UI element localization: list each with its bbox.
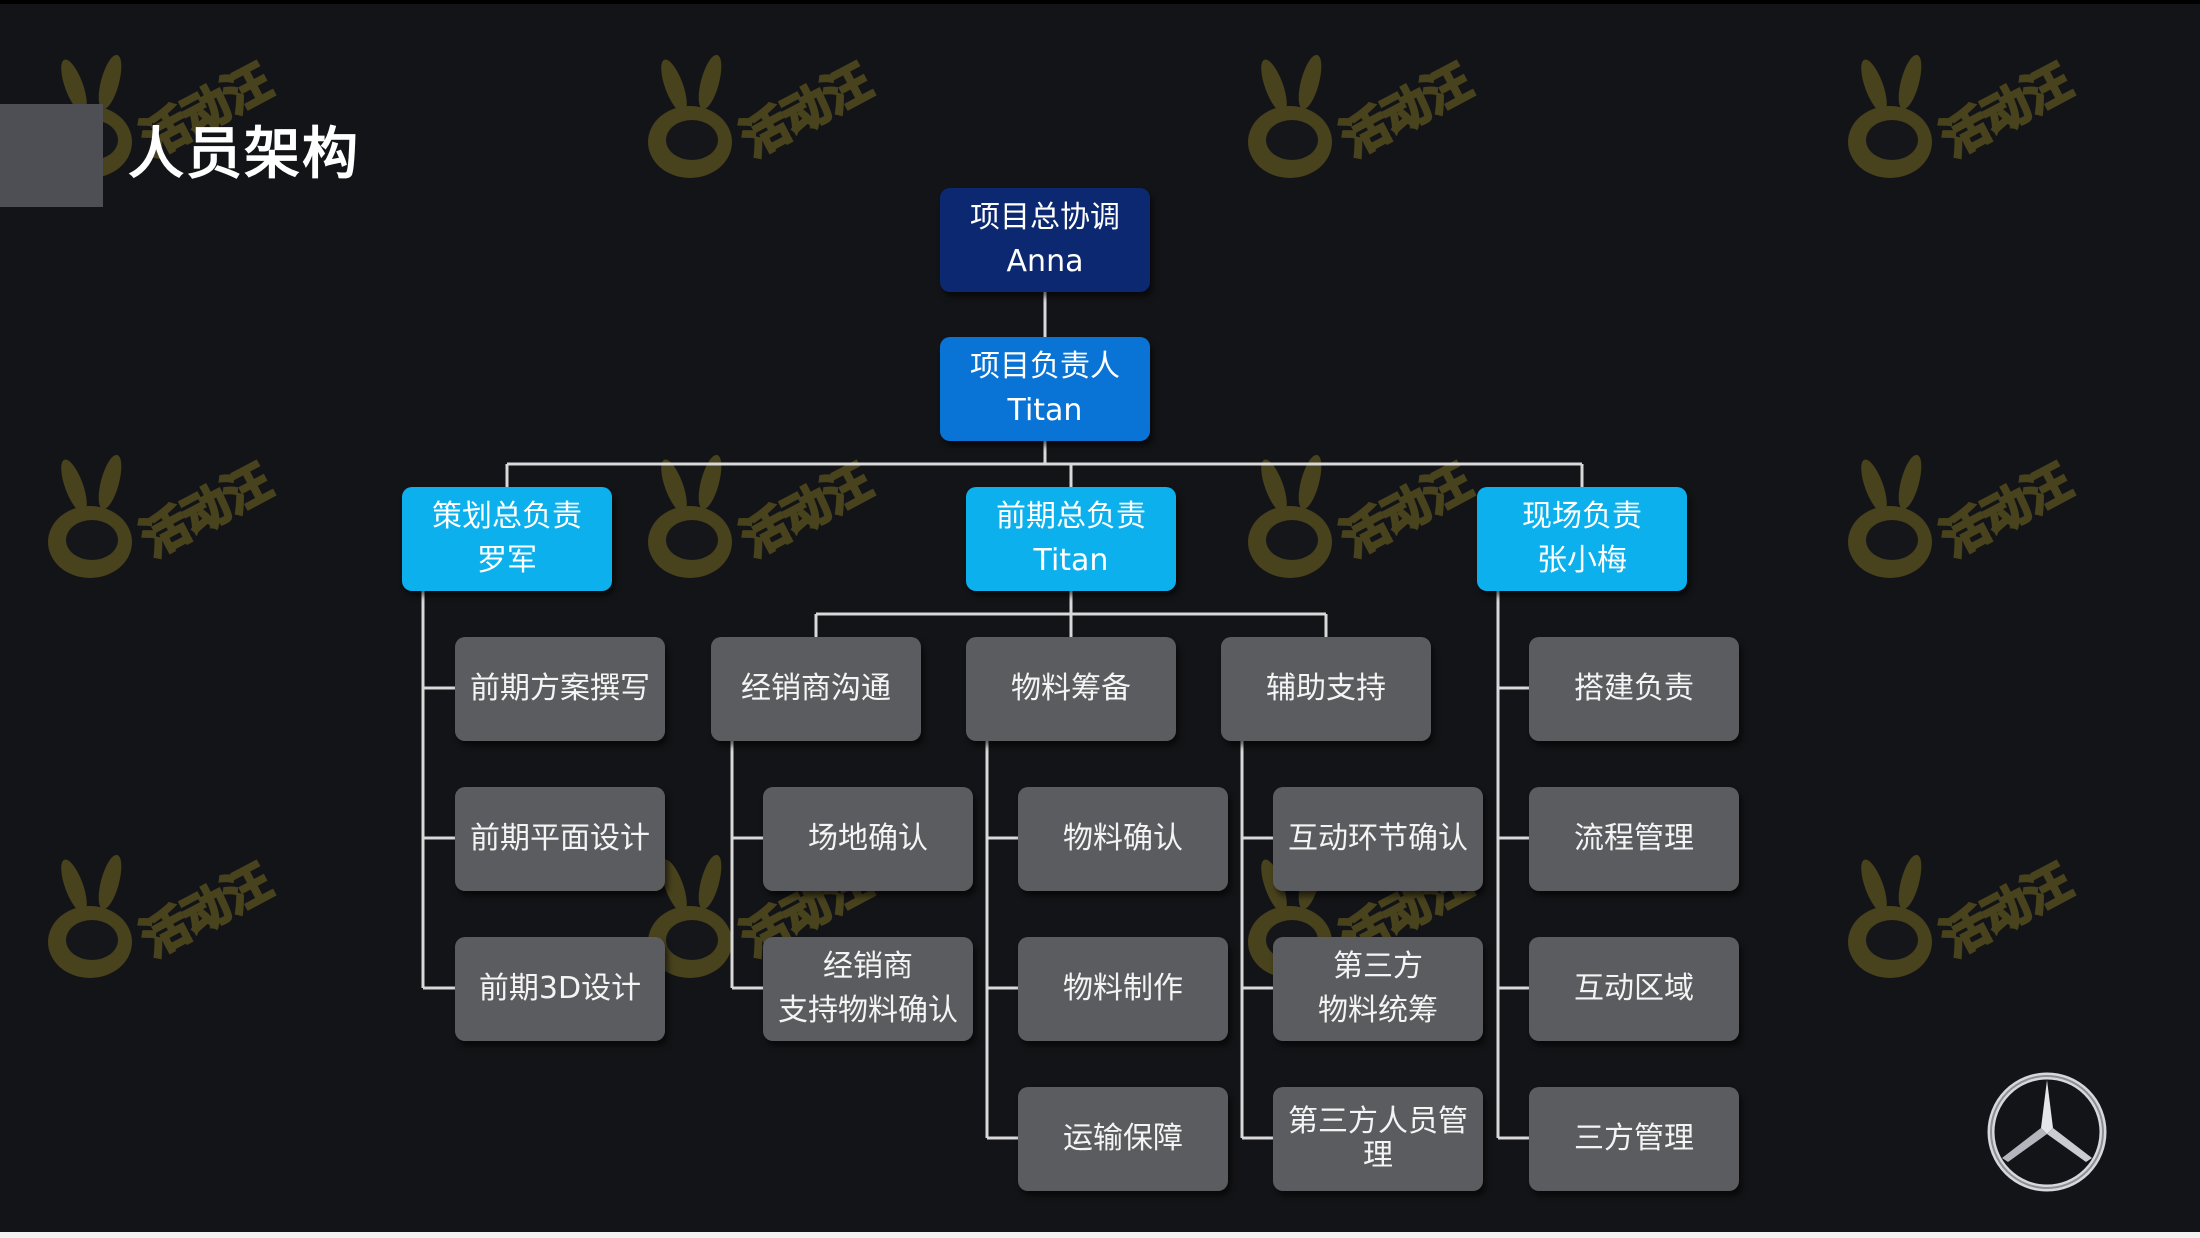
task-label: 场地确认 (808, 821, 928, 856)
task-label: 支持物料确认 (778, 993, 958, 1028)
task-label: 第三方人员管 (1288, 1104, 1468, 1139)
task-label: 理 (1363, 1138, 1393, 1173)
task-node: 物料确认 (1018, 787, 1228, 891)
three-pointed-star-icon (1987, 1072, 2107, 1192)
group-label: 辅助支持 (1266, 671, 1386, 706)
watermark: 活动汪 (48, 452, 280, 578)
node-person: Anna (1006, 244, 1084, 279)
task-node: 前期3D设计 (455, 937, 665, 1041)
node-role: 现场负责 (1522, 499, 1642, 534)
task-node: 互动区域 (1529, 937, 1739, 1041)
watermark: 活动汪 (1248, 52, 1480, 178)
node-role: 项目总协调 (970, 200, 1120, 235)
task-label: 三方管理 (1574, 1121, 1694, 1156)
task-label: 第三方 (1333, 949, 1423, 984)
node-role: 策划总负责 (432, 499, 582, 534)
node-person: 罗军 (477, 543, 537, 578)
node-role: 项目负责人 (970, 349, 1120, 384)
task-label: 前期方案撰写 (470, 671, 650, 706)
group-node-material-prep: 物料筹备 (966, 637, 1176, 741)
bunny-mascot-icon (648, 454, 732, 578)
task-node: 搭建负责 (1529, 637, 1739, 741)
task-label: 互动环节确认 (1288, 821, 1468, 856)
node-project-coordinator: 项目总协调 Anna (940, 188, 1150, 292)
group-label: 物料筹备 (1011, 671, 1131, 706)
bottom-border (0, 1232, 2200, 1238)
node-project-lead: 项目负责人 Titan (940, 337, 1150, 441)
top-border (0, 0, 2200, 4)
node-person: Titan (1033, 543, 1109, 578)
bunny-mascot-icon (648, 854, 732, 978)
bunny-mascot-icon (1848, 454, 1932, 578)
task-node: 经销商 支持物料确认 (763, 937, 973, 1041)
task-label: 搭建负责 (1574, 671, 1694, 706)
watermark: 活动汪 (1248, 452, 1480, 578)
bunny-mascot-icon (1248, 54, 1332, 178)
task-node: 运输保障 (1018, 1087, 1228, 1191)
watermark: 活动汪 (1848, 852, 2080, 978)
node-person: Titan (1007, 393, 1083, 428)
task-node: 第三方 物料统筹 (1273, 937, 1483, 1041)
task-label: 互动区域 (1574, 971, 1694, 1006)
task-node: 场地确认 (763, 787, 973, 891)
group-node-support: 辅助支持 (1221, 637, 1431, 741)
node-role: 前期总负责 (996, 499, 1146, 534)
bunny-mascot-icon (1848, 854, 1932, 978)
bunny-mascot-icon (648, 54, 732, 178)
node-person: 张小梅 (1537, 543, 1627, 578)
bunny-mascot-icon (1848, 54, 1932, 178)
task-label: 流程管理 (1574, 821, 1694, 856)
task-label: 物料制作 (1063, 971, 1183, 1006)
task-label: 前期3D设计 (478, 971, 642, 1006)
node-onsite-head: 现场负责 张小梅 (1477, 487, 1687, 591)
task-node: 三方管理 (1529, 1087, 1739, 1191)
bunny-mascot-icon (48, 454, 132, 578)
bunny-mascot-icon (48, 854, 132, 978)
task-label: 运输保障 (1063, 1121, 1183, 1156)
task-node: 前期平面设计 (455, 787, 665, 891)
page-title: 人员架构 (128, 122, 360, 187)
group-label: 经销商沟通 (741, 671, 891, 706)
task-node: 流程管理 (1529, 787, 1739, 891)
task-label: 经销商 (823, 949, 913, 984)
task-node: 互动环节确认 (1273, 787, 1483, 891)
task-node: 物料制作 (1018, 937, 1228, 1041)
task-label: 前期平面设计 (470, 821, 650, 856)
node-planning-head: 策划总负责 罗军 (402, 487, 612, 591)
task-label: 物料确认 (1063, 821, 1183, 856)
task-node: 第三方人员管 理 (1273, 1087, 1483, 1191)
task-node: 前期方案撰写 (455, 637, 665, 741)
bunny-mascot-icon (1248, 454, 1332, 578)
watermark: 活动汪 (648, 52, 880, 178)
task-label: 物料统筹 (1318, 993, 1438, 1028)
watermark: 活动汪 (648, 452, 880, 578)
watermark: 活动汪 (1848, 52, 2080, 178)
node-preliminary-head: 前期总负责 Titan (966, 487, 1176, 591)
title-accent-block (0, 104, 103, 207)
watermark: 活动汪 (1848, 452, 2080, 578)
group-node-dealer-communication: 经销商沟通 (711, 637, 921, 741)
watermark: 活动汪 (48, 852, 280, 978)
